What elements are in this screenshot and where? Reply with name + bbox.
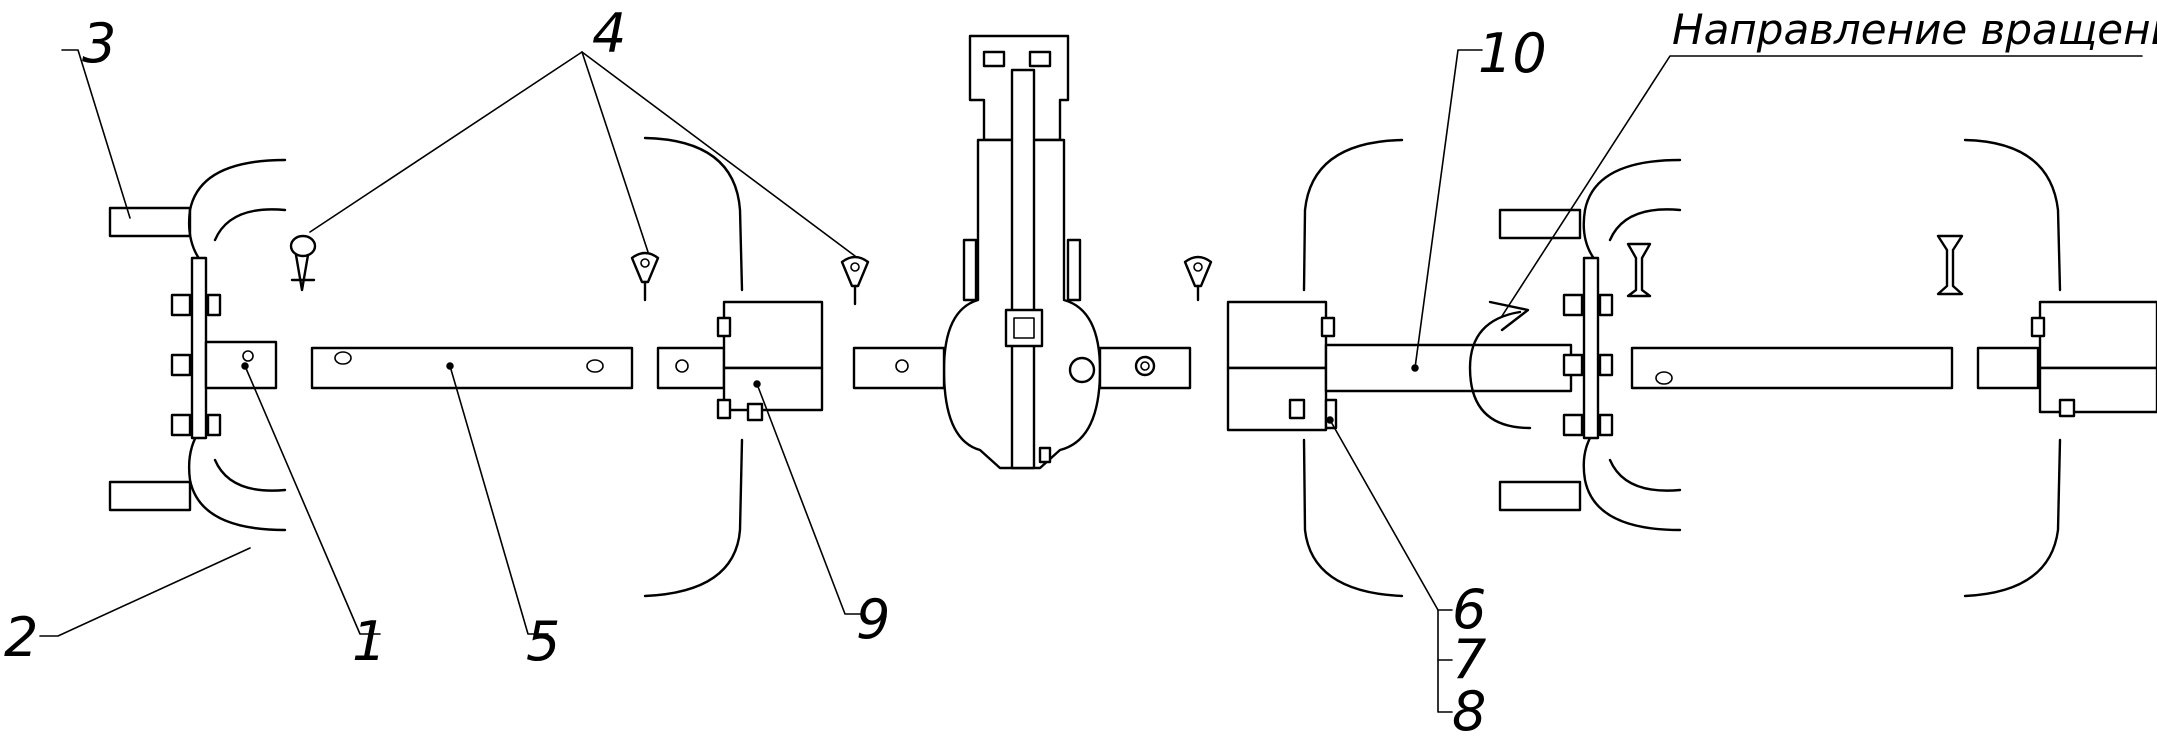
shaft-part-5 [310, 346, 634, 390]
callout-10: 10 [1478, 22, 1547, 85]
pin-4 [1183, 255, 1213, 302]
pin-5 [1626, 242, 1652, 298]
gearbox-center-block [1004, 308, 1044, 348]
callout-9: 9 [856, 588, 890, 651]
pin-2 [630, 251, 660, 302]
knife-curve-right-top [1302, 138, 1404, 292]
knife-curve-left-bottom [643, 438, 744, 598]
fixing-pins [289, 234, 1964, 306]
callout-4: 4 [592, 2, 626, 65]
knife-curve-left-top [643, 136, 744, 292]
pin-1 [289, 234, 317, 292]
callout-1: 1 [352, 610, 386, 673]
shaft-5-body [310, 346, 634, 390]
cutter-flange-right [1226, 366, 1328, 432]
blade-lower-left [108, 480, 192, 512]
gearbox-housing [852, 34, 1192, 470]
rotation-direction-label: Направление вращения [1672, 5, 2157, 54]
callout-3: 3 [82, 12, 116, 75]
right-middle-flange [1498, 158, 1682, 532]
knife-curve-right-bottom [1302, 438, 1404, 598]
callout-8: 8 [1452, 680, 1486, 743]
shaft-part-10 [1324, 343, 1573, 393]
blade-curve-lower-left [187, 428, 287, 532]
left-outer-cutter [108, 158, 287, 532]
leader-lines [39, 49, 2143, 713]
gearbox-center-shaft [1010, 68, 1036, 470]
left-inner-cutter [643, 136, 824, 598]
gearbox-stub-left [852, 346, 946, 390]
pin-3 [840, 255, 870, 306]
callout-labels: 3 2 4 1 5 9 6 7 8 10 Направление вращени… [4, 2, 2157, 743]
callout-5: 5 [526, 610, 560, 673]
right-outer-cutter [1963, 138, 2157, 598]
callout-6: 6 [1452, 578, 1486, 641]
hub-tube-left [204, 340, 278, 390]
blade-curve-upper-left [187, 158, 287, 262]
cutter-hub-right [1226, 300, 1328, 370]
shaft-stub-left [656, 346, 726, 390]
rotation-direction-arrow [1468, 310, 1532, 430]
cutter-hub-left [722, 300, 824, 370]
cutter-flange-left [722, 366, 824, 412]
blade-upper-left [108, 206, 192, 238]
callout-7: 7 [1452, 628, 1486, 691]
callout-2: 2 [4, 606, 38, 669]
right-inner-cutter [1226, 138, 1573, 598]
right-outer-shaft [1630, 346, 2040, 390]
pin-6 [1936, 234, 1964, 296]
flange-plate-left [190, 256, 208, 440]
